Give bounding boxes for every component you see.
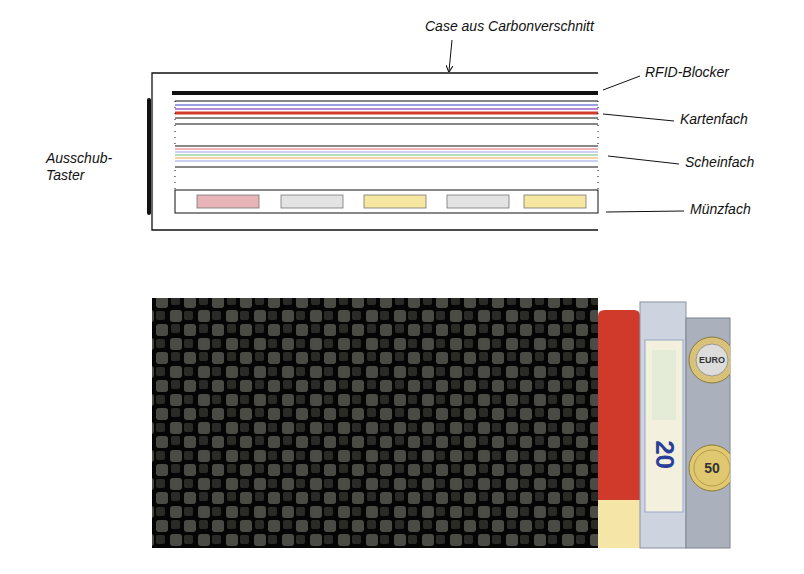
leader-lines-part (603, 114, 674, 121)
card-slot-part (175, 104, 598, 106)
layer-label: Kartenfach (680, 111, 748, 128)
bill-slot-part (175, 157, 598, 158)
button-label: Ausschub-Taster (46, 150, 116, 184)
coin-sleeve-part (689, 445, 730, 491)
card-slot-part (175, 112, 598, 115)
bank-card (598, 310, 640, 548)
coin-sleeve-part (694, 450, 730, 486)
leader-lines-part (606, 211, 684, 212)
case-label: Case aus Carbonverschnitt (425, 18, 594, 35)
card-slot (175, 101, 598, 145)
bill-sleeve-part (645, 340, 683, 512)
bill-slot-part (175, 170, 176, 190)
case-outline (152, 73, 598, 230)
leader-lines-part (608, 156, 679, 164)
bill-sleeve (640, 302, 686, 548)
rfid-layer-part (172, 91, 598, 95)
bill-slot-part (598, 170, 599, 190)
coin-slot-part (524, 195, 586, 208)
case-outline-part (152, 73, 598, 230)
bill-sleeve-part (652, 350, 676, 420)
eject-button (149, 100, 150, 213)
bill-value: 20 (648, 441, 679, 470)
coin-slot-part (197, 195, 259, 208)
carbon-case (152, 298, 598, 548)
bill-slot (175, 124, 598, 190)
card-slot-part (175, 108, 598, 110)
coin-sleeve-part (689, 337, 730, 383)
coin-slot-part (175, 190, 598, 213)
card-slot-part (175, 118, 598, 119)
leader-lines-part (449, 40, 452, 71)
layer-label: Münzfach (690, 201, 751, 218)
bill-slot-part (175, 151, 598, 152)
bill-slot-part (175, 124, 598, 125)
card-slot-part (598, 101, 599, 145)
coin-slot-part (447, 195, 509, 208)
carbon-case-part (152, 298, 598, 548)
coin-sleeve-part (689, 337, 730, 491)
bill-slot-part (175, 167, 598, 168)
layer-label: RFID-Blocker (645, 64, 729, 81)
bank-card-part (598, 500, 640, 548)
bill-slot-part (175, 154, 598, 155)
coin-value: 50 (704, 460, 720, 477)
bill-sleeve-part (640, 302, 686, 548)
layer-label: Scheinfach (685, 154, 754, 171)
leader-lines-part (603, 76, 640, 90)
rfid-layer (172, 93, 598, 94)
bill-slot-part (175, 148, 598, 149)
card-slot-part (175, 101, 598, 102)
coin-text: EURO (699, 355, 725, 366)
card-slot-part (175, 101, 176, 145)
bill-slot-part (175, 146, 598, 147)
coin-sleeve (686, 318, 735, 548)
coin-slot (175, 190, 598, 213)
bank-card-part (598, 310, 640, 548)
coin-slot-part (364, 195, 426, 208)
coin-sleeve-part (696, 344, 728, 376)
bill-slot-part (175, 160, 598, 161)
coin-slot-part (281, 195, 343, 208)
eject-button-part (147, 100, 151, 213)
